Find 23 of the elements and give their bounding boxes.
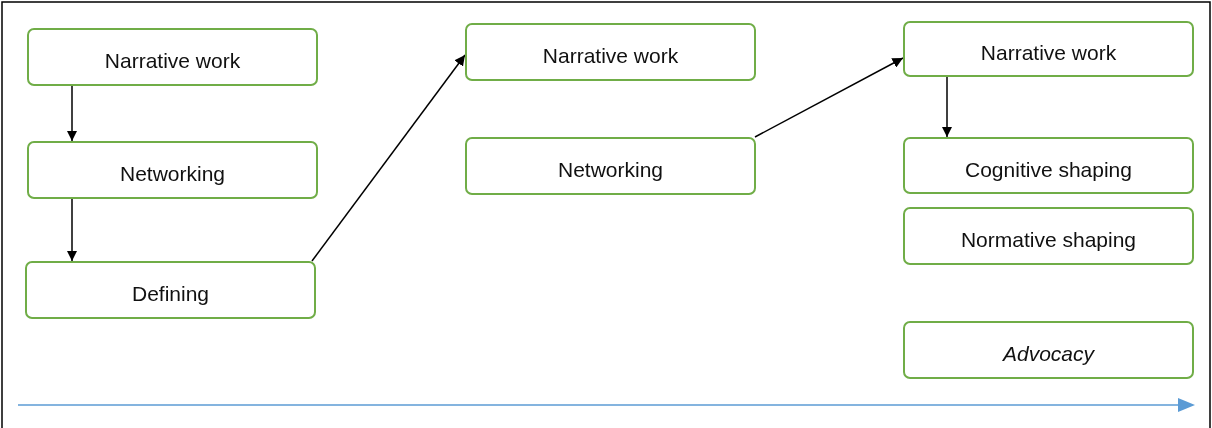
box-label: Defining (131, 282, 210, 306)
box-label: Networking (119, 162, 225, 186)
box-label: Networking (557, 158, 663, 182)
process-box (903, 21, 1194, 77)
process-box (465, 23, 756, 81)
process-box (903, 207, 1194, 265)
box-label: Cognitive shaping (965, 157, 1132, 182)
arrow (66, 198, 78, 262)
box-label: Narrative work (980, 41, 1117, 65)
process-box (903, 137, 1194, 194)
process-box (27, 141, 318, 199)
box-label: Advocacy (1002, 342, 1094, 366)
arrow (754, 57, 904, 138)
box-label: Narrative work (542, 44, 679, 68)
box-label: Narrative work (104, 49, 241, 73)
box-label: Normative shaping (960, 228, 1137, 252)
process-box (903, 321, 1194, 379)
arrow (941, 76, 953, 138)
process-box (465, 137, 756, 195)
arrow (66, 85, 78, 142)
process-box (25, 261, 316, 319)
arrow (311, 54, 466, 262)
process-box (27, 28, 318, 86)
